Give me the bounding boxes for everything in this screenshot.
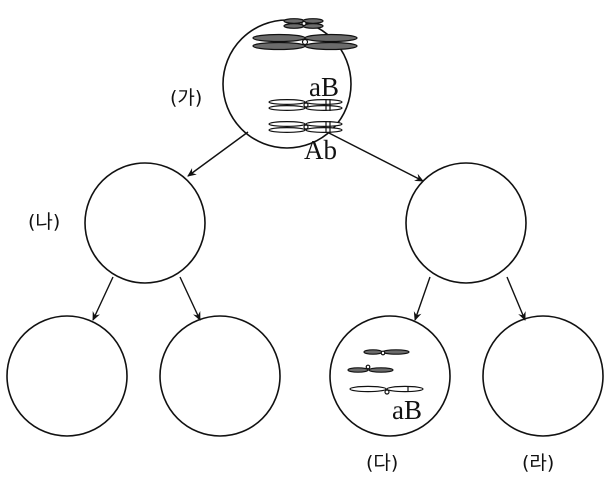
arrow-ga-na bbox=[187, 131, 249, 177]
arrow-na-bottom1 bbox=[92, 276, 114, 321]
cell-bottom-2 bbox=[159, 315, 281, 437]
chromosome-small-dark bbox=[283, 18, 324, 29]
cell-ra bbox=[482, 315, 604, 437]
label-ra: (라) bbox=[522, 452, 554, 474]
cell-da bbox=[329, 315, 451, 437]
label-na: (나) bbox=[28, 211, 60, 233]
chromosome-white-Ab bbox=[268, 120, 343, 133]
arrow-ga-right bbox=[326, 131, 424, 182]
cell-right-middle bbox=[405, 162, 527, 284]
label-ga: (가) bbox=[170, 87, 202, 109]
chromosome-large-dark bbox=[252, 33, 358, 51]
cell-bottom-1 bbox=[6, 315, 128, 437]
gene-label-da: aB bbox=[392, 395, 422, 425]
chromosome-white-aB bbox=[268, 98, 343, 111]
gene-label-top-upper: aB bbox=[309, 72, 339, 102]
label-da: (다) bbox=[366, 452, 398, 474]
chromosome-da-dark-2 bbox=[347, 364, 394, 373]
gene-label-top-lower: Ab bbox=[304, 135, 337, 165]
arrow-right-da bbox=[413, 276, 431, 321]
chromosome-da-dark-1 bbox=[363, 349, 410, 356]
arrow-right-ra bbox=[506, 276, 526, 321]
cell-na bbox=[84, 162, 206, 284]
arrow-na-bottom2 bbox=[179, 276, 201, 321]
chromosome-da-white bbox=[349, 385, 424, 395]
